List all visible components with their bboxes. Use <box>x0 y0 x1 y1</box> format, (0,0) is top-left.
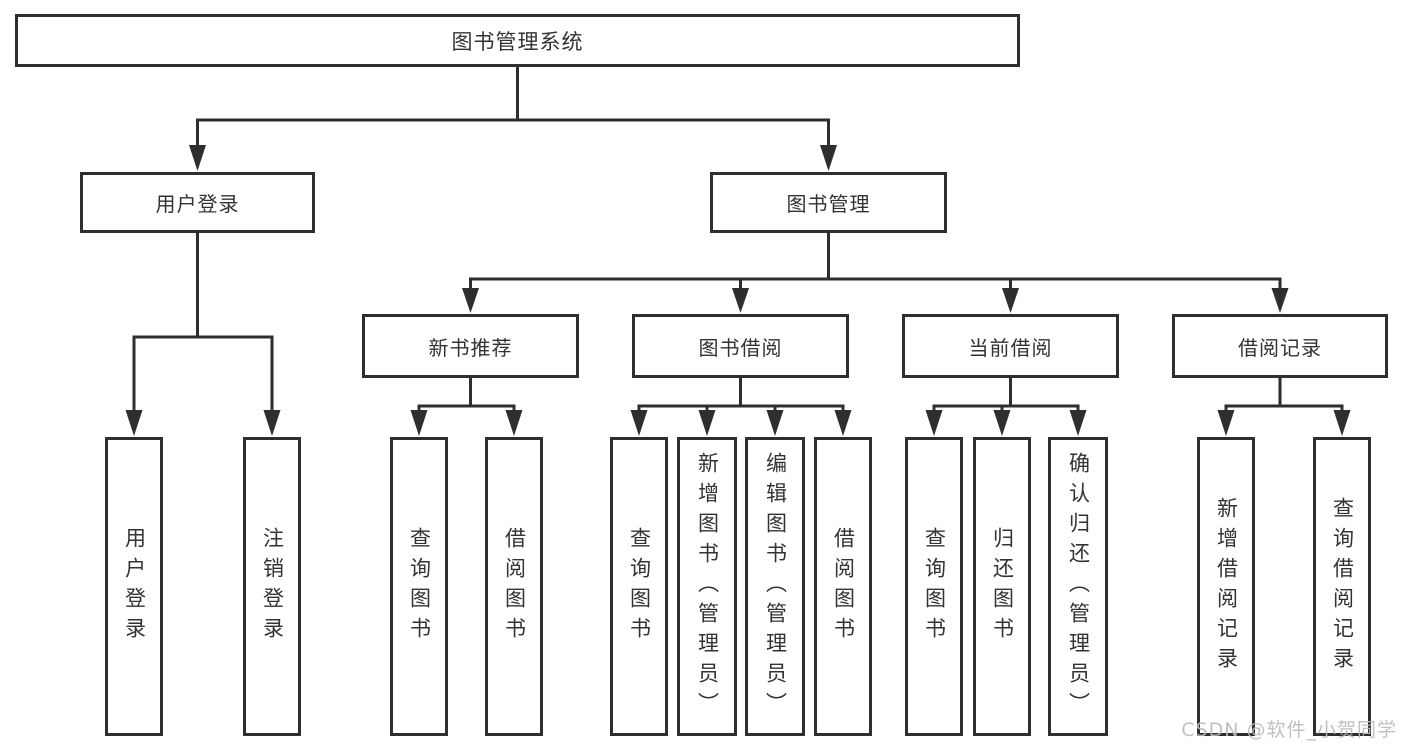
leaf-query-borrow-record-label: 查询借阅记录 <box>1330 496 1355 677</box>
node-borrow-records: 借阅记录 <box>1172 314 1388 378</box>
leaf-edit-book-admin: 编辑图书（管理员） <box>745 437 805 736</box>
leaf-confirm-return-admin: 确认归还（管理员） <box>1048 437 1108 736</box>
node-current-borrow: 当前借阅 <box>902 314 1119 378</box>
leaf-borrow-query-books: 查询图书 <box>610 437 668 736</box>
node-book-borrow: 图书借阅 <box>632 314 849 378</box>
leaf-return-book: 归还图书 <box>973 437 1031 736</box>
node-root-label: 图书管理系统 <box>451 29 584 54</box>
watermark: CSDN @软件_小贺同学 <box>1181 719 1397 741</box>
node-new-book-recommend: 新书推荐 <box>362 314 579 378</box>
leaf-edit-book-admin-label: 编辑图书（管理员） <box>763 451 788 722</box>
edge-current-borrow-to-leaves <box>925 378 1087 436</box>
leaf-user-login-label: 用户登录 <box>122 526 147 647</box>
leaf-logout-label: 注销登录 <box>260 526 285 647</box>
edge-new-book-recommend-to-leaves <box>410 378 523 436</box>
leaf-recommend-query-books: 查询图书 <box>390 437 448 736</box>
node-root: 图书管理系统 <box>15 14 1020 67</box>
node-user-login-label: 用户登录 <box>155 192 240 216</box>
leaf-logout: 注销登录 <box>243 437 301 736</box>
edge-user-login-to-leaves <box>125 233 281 436</box>
edge-borrow-records-to-leaves <box>1217 378 1351 436</box>
edge-root-to-level2 <box>189 67 837 171</box>
leaf-borrow-query-books-label: 查询图书 <box>627 526 652 647</box>
leaf-confirm-return-admin-label: 确认归还（管理员） <box>1066 451 1091 722</box>
leaf-recommend-borrow-books: 借阅图书 <box>485 437 543 736</box>
leaf-current-query-books: 查询图书 <box>905 437 963 736</box>
node-borrow-records-label: 借阅记录 <box>1238 335 1322 360</box>
leaf-user-login: 用户登录 <box>105 437 163 736</box>
node-book-management: 图书管理 <box>710 172 947 233</box>
node-new-book-recommend-label: 新书推荐 <box>428 335 513 360</box>
edge-book-borrow-to-leaves <box>630 378 852 436</box>
node-book-borrow-label: 图书借阅 <box>698 335 783 360</box>
node-current-borrow-label: 当前借阅 <box>968 335 1053 360</box>
leaf-current-query-books-label: 查询图书 <box>922 526 947 647</box>
leaf-query-borrow-record: 查询借阅记录 <box>1313 437 1371 736</box>
leaf-add-borrow-record: 新增借阅记录 <box>1197 437 1255 736</box>
edge-book-management-to-level3 <box>462 233 1289 313</box>
leaf-recommend-borrow-books-label: 借阅图书 <box>502 526 527 647</box>
leaf-recommend-query-books-label: 查询图书 <box>407 526 432 647</box>
leaf-borrow-borrow-books: 借阅图书 <box>814 437 872 736</box>
leaf-borrow-borrow-books-label: 借阅图书 <box>831 526 856 647</box>
leaf-add-borrow-record-label: 新增借阅记录 <box>1214 496 1239 677</box>
leaf-add-book-admin: 新增图书（管理员） <box>677 437 737 736</box>
leaf-add-book-admin-label: 新增图书（管理员） <box>695 451 720 722</box>
leaf-return-book-label: 归还图书 <box>990 526 1015 647</box>
node-book-management-label: 图书管理 <box>786 192 871 216</box>
node-user-login: 用户登录 <box>80 172 315 233</box>
